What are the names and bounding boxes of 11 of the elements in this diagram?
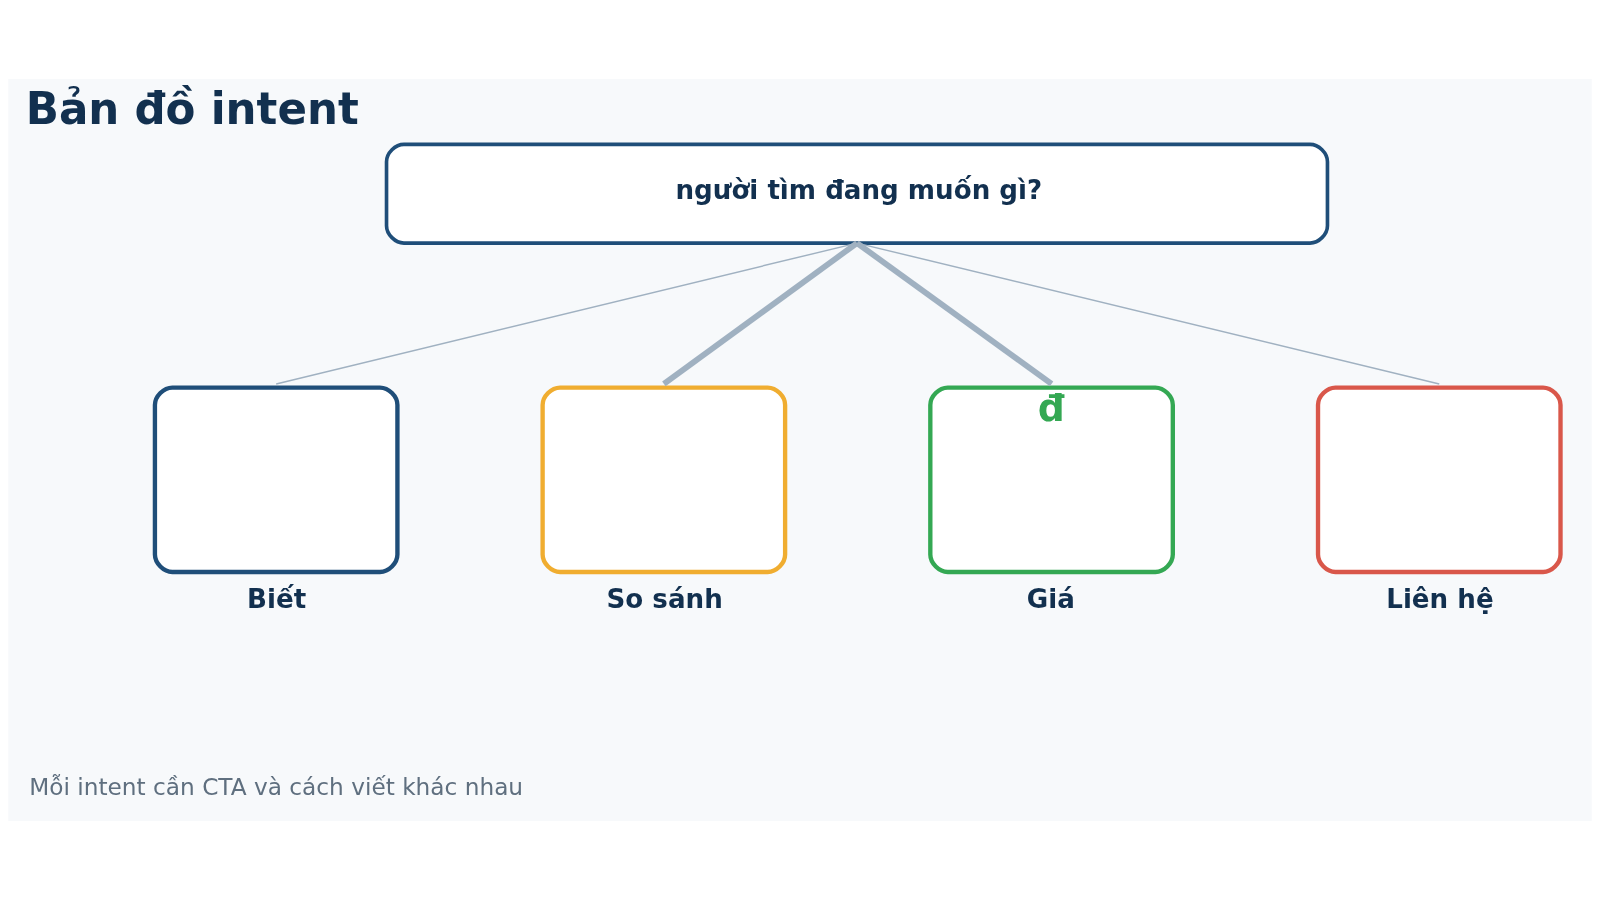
connector xyxy=(856,242,1440,385)
node-label: Giá xyxy=(1026,584,1075,615)
connector xyxy=(855,240,1054,387)
node-label: Liên hệ xyxy=(1386,584,1494,615)
connector xyxy=(662,240,859,387)
caption: Mỗi intent cần CTA và cách viết khác nhau xyxy=(29,772,524,800)
node-box: người tìm đang muốn gì? xyxy=(384,142,1330,245)
diagram-title: Bản đồ intent xyxy=(25,84,359,135)
node-label: Biết xyxy=(247,584,307,615)
node-label: So sánh xyxy=(606,584,723,615)
connector xyxy=(275,242,858,385)
